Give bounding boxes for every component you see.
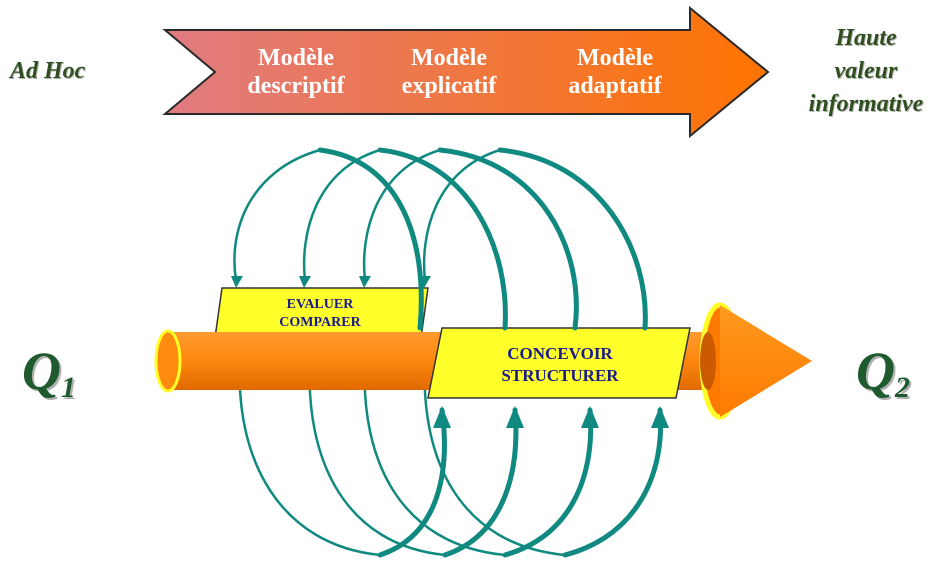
cone-arrow: [720, 305, 812, 417]
q-start-label: Q1: [22, 340, 76, 405]
pipe-start-ring: [154, 329, 182, 393]
stage-explanatory: Modèle explicatif: [376, 44, 522, 100]
loop-front-4: [497, 147, 648, 331]
design-box: [427, 327, 691, 399]
stage-adaptive-line2: adaptatif: [568, 73, 662, 99]
stage-explanatory-line1: Modèle: [411, 45, 487, 71]
pipe-end-cap: [700, 332, 716, 390]
q-start-sub: 1: [61, 371, 76, 404]
design-line2: STRUCTURER: [501, 366, 619, 385]
loop-low-1: [238, 359, 381, 557]
up-arrowhead-4: [651, 406, 669, 428]
q-end-letter: Q: [856, 341, 895, 401]
stage-descriptive: Modèle descriptif: [222, 44, 370, 100]
evaluate-label: EVALUER COMPARER: [222, 296, 418, 332]
loop-front-low-2: [442, 407, 519, 558]
arrowhead-3: [359, 276, 371, 288]
arrowhead-1: [231, 276, 243, 288]
loop-back-2: [302, 148, 381, 281]
loop-low-3: [363, 359, 506, 557]
stage-adaptive: Modèle adaptatif: [540, 44, 690, 100]
loops-front: [317, 147, 664, 558]
stage-explanatory-line2: explicatif: [401, 73, 497, 99]
loop-front-1: [317, 147, 424, 331]
q-end-label: Q2: [856, 340, 910, 405]
loop-low-2: [308, 359, 446, 557]
design-line1: CONCEVOIR: [507, 344, 613, 363]
arrowhead-2: [299, 276, 311, 288]
loops-back: [233, 148, 566, 557]
high-value-line-1: Haute: [835, 25, 897, 51]
loop-front-low-3: [502, 407, 594, 558]
evaluate-line1: EVALUER: [286, 297, 354, 312]
ad-hoc-label: Ad Hoc: [10, 58, 86, 84]
high-value-line-3: informative: [808, 91, 924, 117]
up-arrowhead-3: [581, 406, 599, 428]
loop-front-low-1: [377, 407, 447, 558]
high-value-line-2: valeur: [834, 58, 898, 84]
evaluate-line2: COMPARER: [279, 315, 361, 330]
loop-front-low-4: [562, 407, 664, 558]
loop-back-3: [362, 148, 441, 281]
stage-adaptive-line1: Modèle: [577, 45, 653, 71]
high-value-label: Haute valeur informative: [786, 22, 946, 121]
q-start-letter: Q: [22, 341, 61, 401]
progress-arrow-band: [162, 5, 770, 139]
q-end-sub: 2: [895, 371, 910, 404]
loop-back-1: [233, 148, 321, 281]
front-arrowheads: [433, 406, 669, 428]
design-label: CONCEVOIR STRUCTURER: [440, 343, 680, 387]
stage-descriptive-line1: Modèle: [258, 45, 334, 71]
up-arrowhead-1: [433, 406, 451, 428]
up-arrowhead-2: [506, 406, 524, 428]
stage-descriptive-line2: descriptif: [247, 73, 345, 99]
loop-arrowheads: [231, 276, 431, 288]
loop-front-2: [377, 147, 508, 331]
loop-front-3: [437, 147, 579, 331]
